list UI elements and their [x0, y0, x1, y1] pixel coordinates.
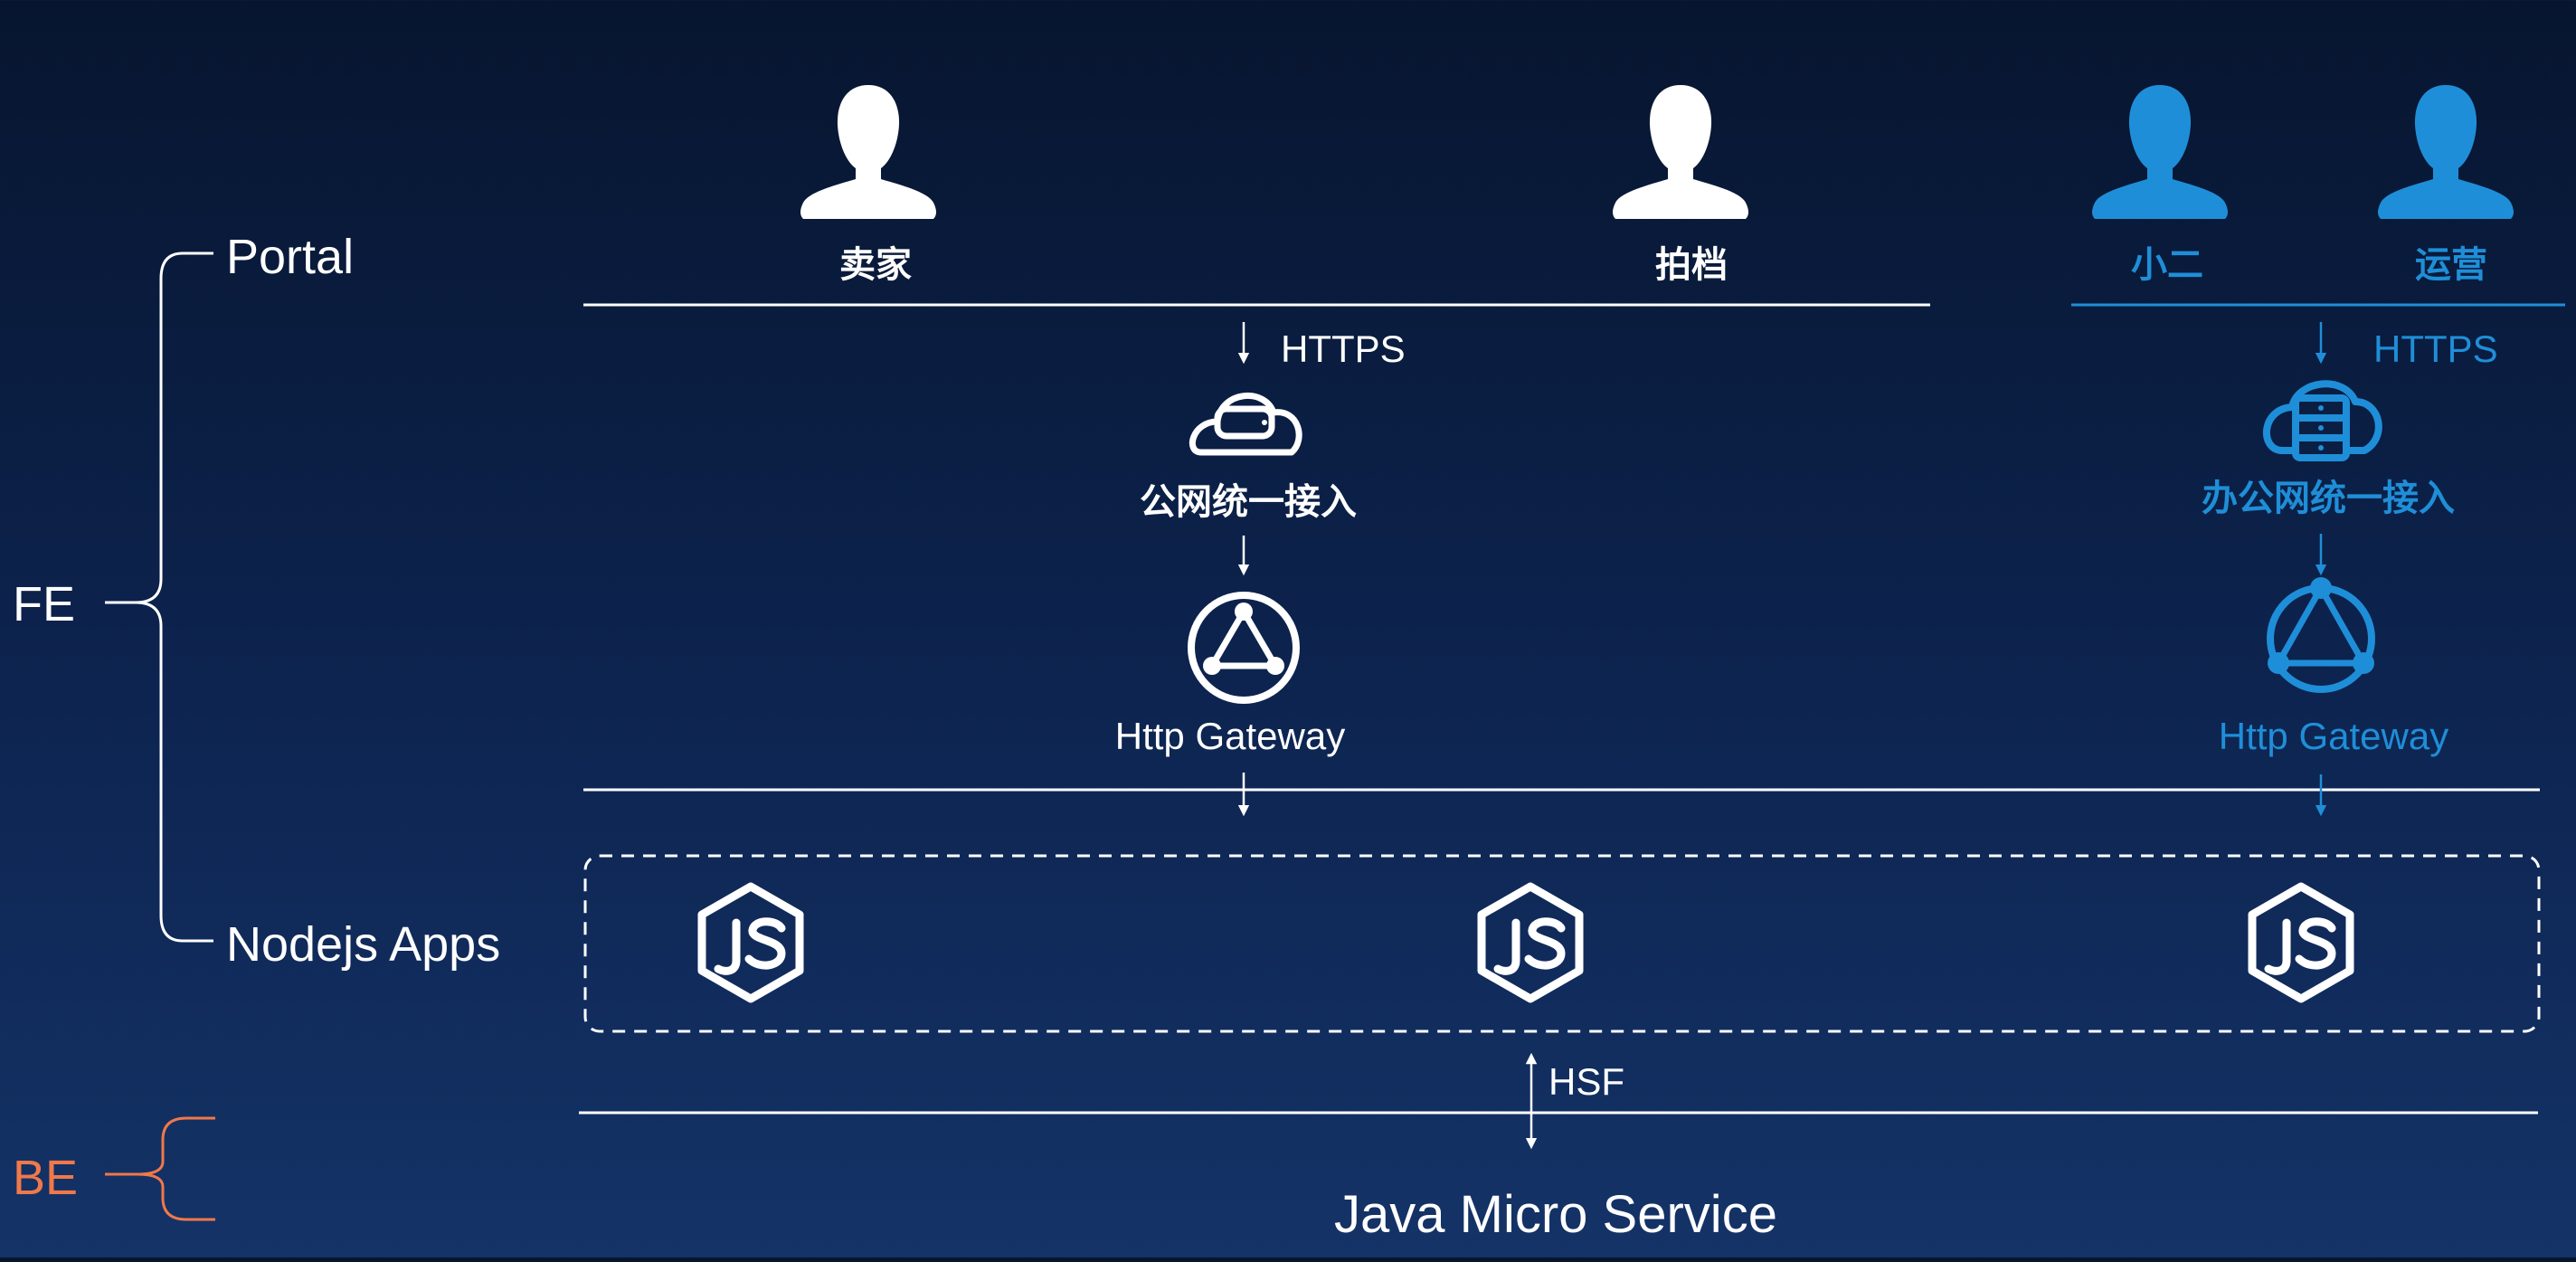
nodejs-logo-icon-2 [1482, 887, 1579, 999]
fe-bracket-group: FE Portal Nodejs Apps [13, 230, 500, 972]
portal-label: Portal [226, 230, 354, 284]
staff-label: 小二 [2131, 245, 2203, 285]
nodejs-logo-icon-3 [2252, 887, 2350, 999]
nodejs-logo-icon-1 [702, 887, 800, 999]
office-gateway-label: Http Gateway [2219, 715, 2448, 757]
be-bracket-group: BE [13, 1116, 215, 1221]
backend-group: HSF Java Micro Service [1334, 1052, 1777, 1244]
public-gateway-label: Http Gateway [1115, 715, 1345, 757]
nodejs-apps-box [583, 854, 2541, 1033]
user-staff: 小二 [2092, 85, 2228, 285]
seller-label: 卖家 [839, 245, 912, 285]
office-path: HTTPS 办公网统一接入 Http Gateway [2202, 322, 2498, 817]
fe-bracket [105, 251, 213, 943]
partner-label: 拍档 [1655, 245, 1728, 285]
hsf-label: HSF [1548, 1060, 1624, 1103]
public-gateway-icon [1188, 592, 1300, 704]
user-operations: 运营 [2378, 85, 2514, 285]
public-https-label: HTTPS [1281, 327, 1406, 370]
fe-label: FE [13, 577, 75, 631]
office-gateway-icon [2267, 577, 2375, 693]
staff-user-icon [2092, 85, 2228, 219]
java-micro-service-label: Java Micro Service [1334, 1185, 1777, 1244]
public-cloud-server-icon [1189, 392, 1302, 456]
office-https-label: HTTPS [2373, 327, 2498, 370]
public-access-label: 公网统一接入 [1140, 482, 1357, 522]
user-seller: 卖家 [800, 85, 936, 285]
nodejs-apps-label: Nodejs Apps [226, 917, 500, 972]
be-label: BE [13, 1151, 78, 1205]
office-access-label: 办公网统一接入 [2202, 479, 2455, 518]
user-partner: 拍档 [1613, 85, 1748, 285]
partner-user-icon [1613, 85, 1748, 219]
nodejs-apps-container [583, 854, 2541, 1033]
be-bracket [105, 1116, 215, 1221]
operations-user-icon [2378, 85, 2514, 219]
seller-user-icon [800, 85, 936, 219]
public-path: HTTPS 公网统一接入 Http Gateway [1115, 322, 1406, 817]
office-cloud-server-rack-icon [2262, 380, 2382, 461]
operations-label: 运营 [2415, 245, 2487, 285]
